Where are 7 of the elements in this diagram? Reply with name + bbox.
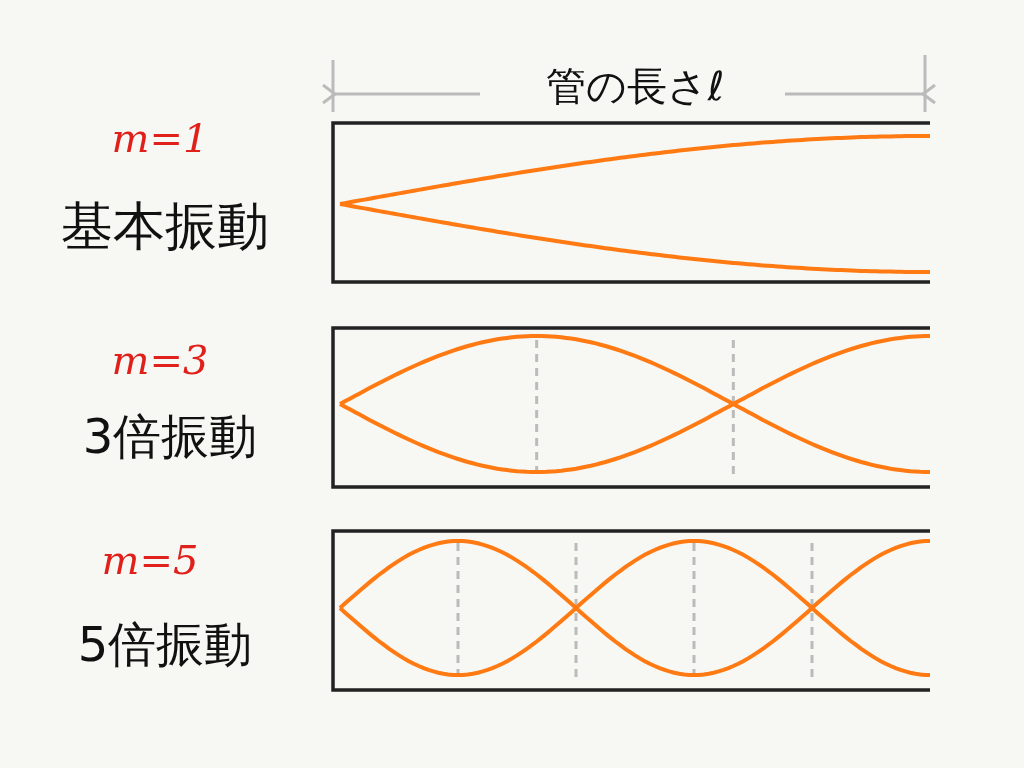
mode-number: m=1: [110, 118, 210, 158]
mode-number: m=5: [100, 540, 200, 580]
mode-name: 基本振動: [60, 200, 270, 252]
mode-name: 5倍振動: [76, 620, 254, 668]
dimension-label: 管の長さℓ: [544, 66, 726, 106]
mode-number: m=3: [110, 340, 210, 380]
mode-name: 3倍振動: [81, 412, 259, 460]
